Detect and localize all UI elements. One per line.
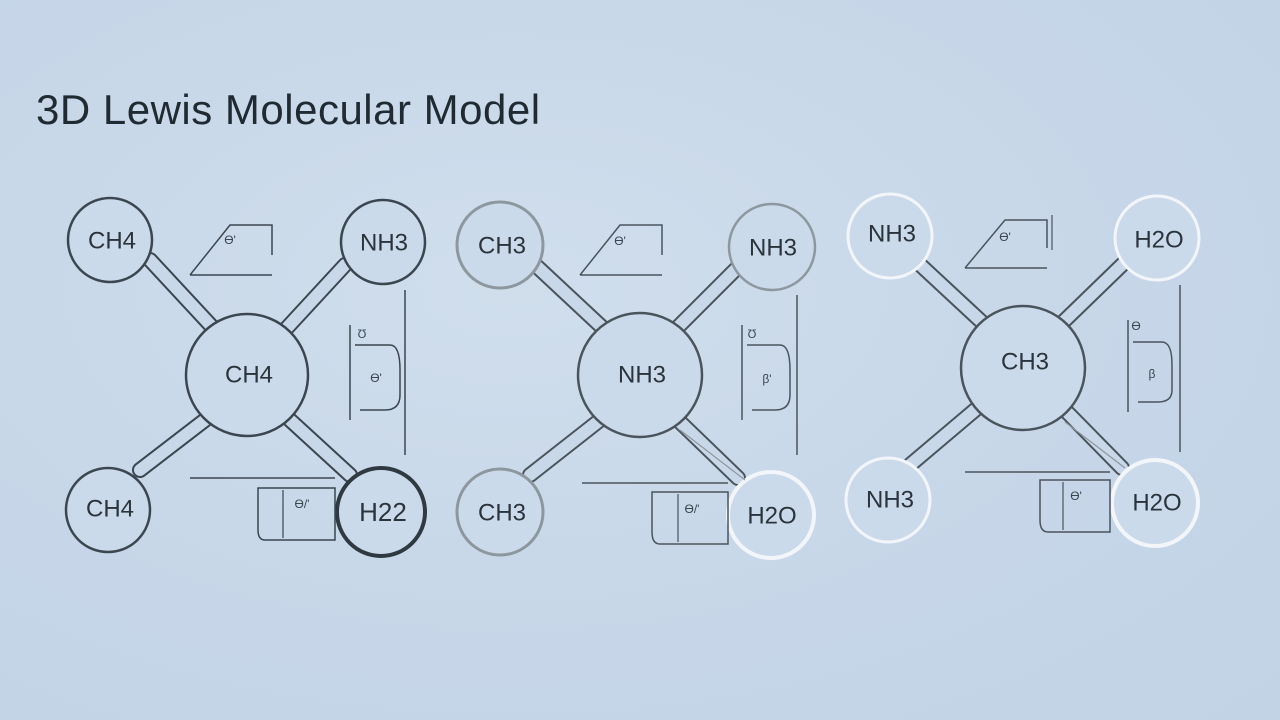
bond-1-tl-inner <box>144 254 221 336</box>
atom-3-bottom-right <box>1110 458 1200 548</box>
atom-2-top-left <box>455 200 545 290</box>
atom-1-bottom-left <box>64 466 152 554</box>
atom-3-top-right-label: H2O <box>1134 226 1183 253</box>
annotation-2-c: β' <box>762 372 771 386</box>
annotation-2-b-box <box>741 325 791 420</box>
annotation-2-a-box <box>579 224 663 276</box>
molecule-3 <box>844 192 1201 548</box>
atom-2-center <box>576 311 704 439</box>
atom-3-top-left-label: NH3 <box>868 220 916 247</box>
bond-1-tr-inner <box>279 259 351 336</box>
atom-3-bottom-left-label: NH3 <box>866 486 914 513</box>
atom-2-top-right-label: NH3 <box>749 234 797 261</box>
annotation-1-d: Ɵ/' <box>295 497 310 511</box>
atom-2-bottom-right-label: H2O <box>747 502 796 529</box>
bond-3-bl-inner <box>904 404 981 471</box>
annotation-3-b: Ɵ <box>1131 319 1140 333</box>
annotation-1-a: Ɵ' <box>224 233 236 247</box>
atom-3-bottom-left <box>844 456 932 544</box>
page-title: 3D Lewis Molecular Model <box>36 86 541 133</box>
atom-1-top-right <box>339 198 427 286</box>
atom-3-top-left <box>846 192 934 280</box>
annotation-1-b: Ʊ <box>358 327 367 341</box>
bond-3-tr-inner <box>1054 256 1131 331</box>
annotation-1-c: Ɵ' <box>370 371 382 385</box>
annotation-2-diag <box>679 429 746 481</box>
bond-1-bl-inner <box>134 414 211 476</box>
annotation-3-a-box <box>964 219 1048 269</box>
atom-3-center <box>959 304 1087 432</box>
bond-2-br-inner <box>674 416 744 484</box>
annotation-1-a-box <box>189 224 273 276</box>
atom-1-top-left <box>66 196 154 284</box>
annotation-3-c: β <box>1149 367 1156 381</box>
annotation-3-c-box <box>965 471 1111 533</box>
annotation-2-d: Ɵ/' <box>685 502 700 516</box>
annotation-1-c-box <box>190 477 336 541</box>
annotation-1-b-box <box>349 325 401 420</box>
atom-2-bottom-left <box>455 467 545 557</box>
atom-1-top-left-label: CH4 <box>88 227 136 254</box>
atom-1-center <box>184 312 310 438</box>
bond-2-tr-inner <box>669 259 746 336</box>
atom-2-bottom-left-label: CH3 <box>478 499 526 526</box>
atom-1-bottom-right <box>335 466 427 558</box>
bond-3-tl-inner <box>909 254 991 331</box>
annotation-2-a: Ɵ' <box>614 234 626 248</box>
annotation-3-a: Ɵ' <box>999 230 1011 244</box>
atom-2-center-label: NH3 <box>618 361 666 388</box>
atom-3-center-label: CH3 <box>1001 348 1049 375</box>
annotation-3-diag <box>1064 421 1126 469</box>
atom-1-bottom-right-label: H22 <box>359 497 407 527</box>
atom-2-top-right <box>727 202 817 292</box>
atom-3-top-right <box>1113 194 1201 282</box>
annotation-3-b-box <box>1127 320 1173 412</box>
annotation-2-b: Ʊ <box>748 327 757 341</box>
annotation-2-c-box <box>582 482 729 545</box>
atom-1-bottom-left-label: CH4 <box>86 495 134 522</box>
bond-2-bl-inner <box>524 414 606 481</box>
atom-1-top-right-label: NH3 <box>360 229 408 256</box>
atom-2-top-left-label: CH3 <box>478 232 526 259</box>
bond-2-tl-inner <box>524 254 611 336</box>
atom-1-center-label: CH4 <box>225 361 273 388</box>
bond-1-br-inner <box>284 414 356 481</box>
atom-3-bottom-right-label: H2O <box>1132 489 1181 516</box>
molecule-2 <box>455 200 817 560</box>
annotation-3-d: Ɵ' <box>1070 489 1082 503</box>
molecule-1 <box>64 196 427 558</box>
